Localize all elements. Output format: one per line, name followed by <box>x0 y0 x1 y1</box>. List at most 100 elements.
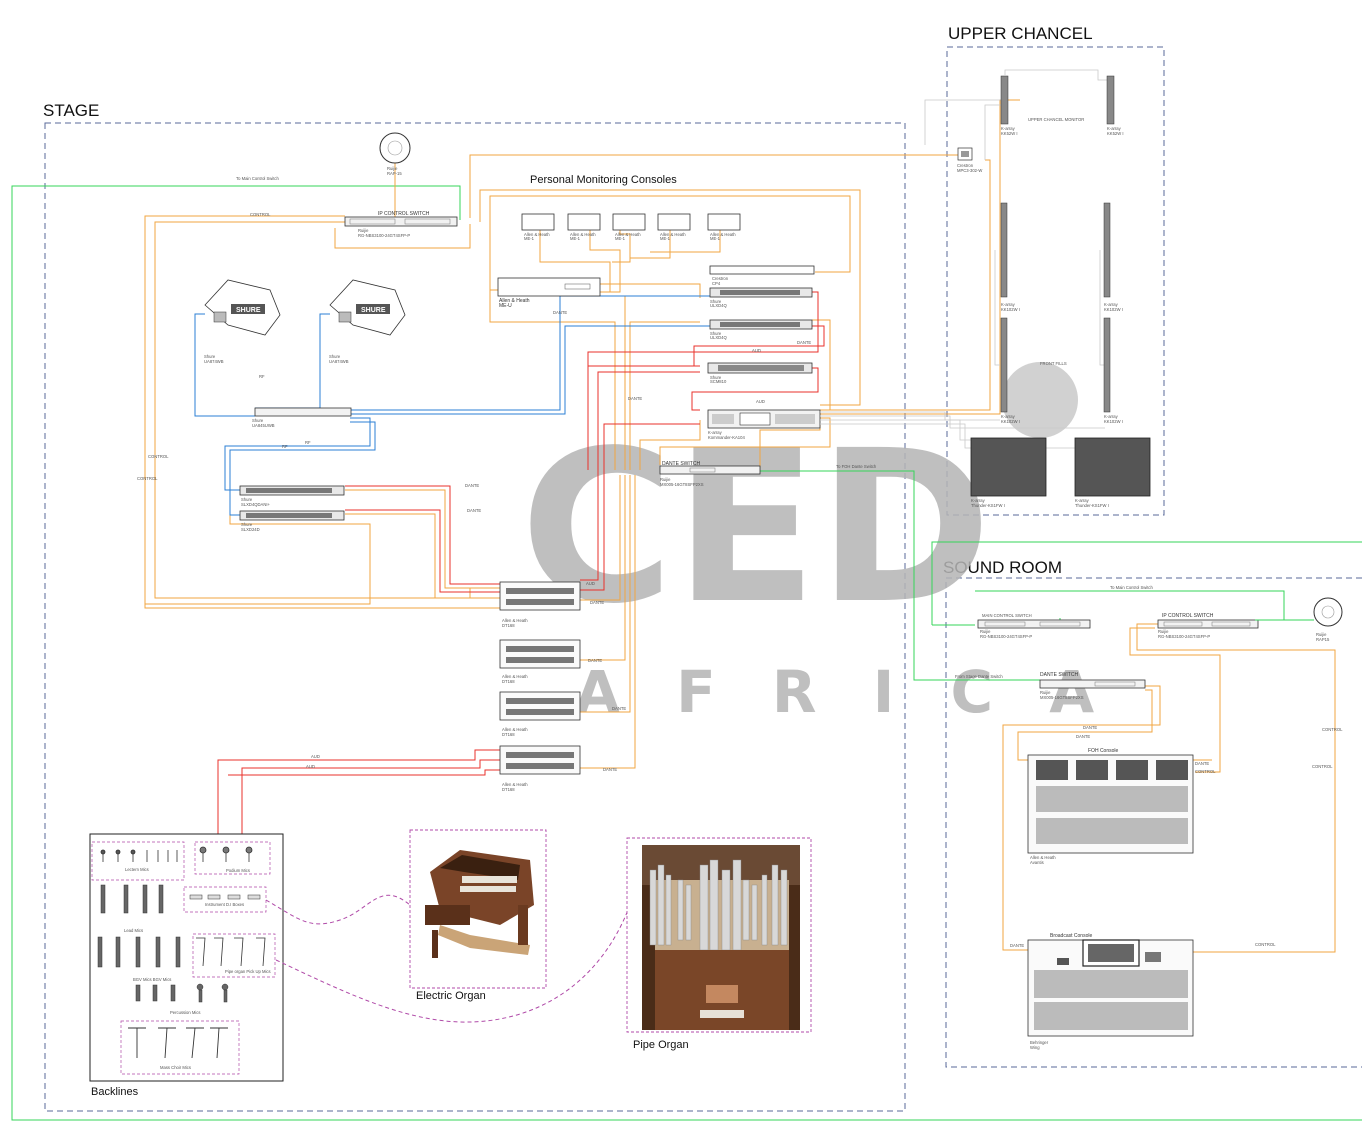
crestron-cp4: Crestron CP4 <box>709 265 815 286</box>
stage-ip-control-switch: IP CONTROL SWITCH Ruijie RG-NBS3100-24GT… <box>344 211 458 238</box>
upper-monitor-label: UPPER CHANCEL MONITOR <box>1028 117 1084 122</box>
sound-dante-switch: DANTE SWITCH Ruijie MX005-16GT8SFP2XS <box>1039 672 1146 700</box>
antenna-1-brand: Shure <box>204 354 216 359</box>
wire-label-aud-2: AUD <box>756 399 765 404</box>
kk52-left-model: KK52W I <box>1001 131 1018 136</box>
sound-wire-control-1: CONTROL <box>1195 769 1216 774</box>
orange-wires-stage <box>144 99 1020 769</box>
stage-ip-switch-model: RG-NBS3100-24GT4SFP-P <box>358 233 410 238</box>
sound-ip-switch-model: RG-NBS3100-24GT4SFP-P <box>1158 634 1210 639</box>
kk102-4: K-array KK102W I <box>1103 317 1123 424</box>
shure-slxd4q: Shure SLXD4QDANI+ <box>239 485 345 507</box>
sound-wire-control-2: CONTROL <box>1255 942 1276 947</box>
sound-wire-control-4: CONTROL <box>1312 764 1333 769</box>
main-switch-brand: Ruijie <box>980 629 991 634</box>
sound-wire-dante-4: DANTE <box>1010 943 1024 948</box>
from-stage-dante-label: From Stage Dante Switch <box>955 674 1003 679</box>
shure-scm810: Shure SCM810 <box>707 362 813 384</box>
lectern-mic-icons <box>100 849 178 862</box>
kk52-left: K-array KK52W I <box>1000 75 1018 136</box>
stage-ap-model: RAP-15 <box>387 171 402 176</box>
wire-label-rf-2: RF <box>305 440 311 445</box>
crestron-cp4-model: CP4 <box>712 281 721 286</box>
me1-unit-2: Allen & Heath ME-1 <box>567 213 601 241</box>
stage-zone-title: STAGE <box>43 101 99 120</box>
lectern-mics-label: Lectern Mics <box>125 867 149 872</box>
electric-organ-panel: Electric Organ <box>409 829 547 1002</box>
wire-label-dante-2: DANTE <box>797 340 811 345</box>
dt168-box-3: Allen & Heath DT168 <box>499 691 581 737</box>
me1-units: Allen & Heath ME-1 Allen & Heath ME-1 Al… <box>521 213 741 241</box>
foh-brand: Allen & Heath <box>1030 855 1056 860</box>
to-foh-dante-label: To FOH Dante Switch <box>836 464 877 469</box>
shure-ulxd4q-2: Shure ULXD4Q <box>709 319 813 340</box>
wire-label-dante-4: DANTE <box>465 483 479 488</box>
kk102-front-fills: K-array KK102W I K-array KK102W I K-arra… <box>1000 202 1123 424</box>
pmc-title: Personal Monitoring Consoles <box>530 174 677 186</box>
instrument-di-label: Instrument D.I Boxes <box>205 902 244 907</box>
lead-mics-label: Lead Mics <box>124 928 143 933</box>
bgv-mics-label: BGV Mics BGV Mics <box>133 977 171 982</box>
kk102-1-brand: K-array <box>1001 302 1016 307</box>
ulx2-brand: Shure <box>710 331 722 336</box>
me1-unit-5: Allen & Heath ME-1 <box>707 213 741 241</box>
di-box-icons <box>189 894 261 900</box>
me-u-model: ME-U <box>499 303 512 309</box>
sound-ip-switch-brand: Ruijie <box>1158 629 1169 634</box>
kk102-3-model: KK102W I <box>1001 419 1020 424</box>
front-fills-label: FRONT FILLS <box>1040 361 1067 366</box>
foh-model: Avantis <box>1030 860 1044 865</box>
kk102-4-model: KK102W I <box>1104 419 1123 424</box>
me1-unit-1: Allen & Heath ME-1 <box>521 213 555 241</box>
me-u-hub: Allen & Heath ME-U <box>497 277 601 309</box>
wire-label-dante-9: DANTE <box>603 767 617 772</box>
kk102-4-brand: K-array <box>1104 414 1119 419</box>
me1-unit-3-name: Allen & Heath <box>615 232 641 237</box>
antenna-2-logo: SHURE <box>361 307 386 314</box>
wire-label-dante-8: DANTE <box>612 706 626 711</box>
dt168-1-model: DT168 <box>502 623 515 628</box>
stage-dante-switch-brand: Ruijie <box>660 477 671 482</box>
sound-wire-dante-2: DANTE <box>1076 734 1090 739</box>
dt168-3-brand: Allen & Heath <box>502 727 528 732</box>
wire-label-aud-4: AUD <box>311 754 320 759</box>
wire-label-aud-3: AUD <box>586 581 595 586</box>
percussion-mics-label: Percussion Mics <box>170 1010 200 1015</box>
dt168-3-model: DT168 <box>502 732 515 737</box>
lead-mic-icons <box>100 884 164 914</box>
dt168-2-brand: Allen & Heath <box>502 674 528 679</box>
wire-label-rf-1: RF <box>259 374 265 379</box>
sub-left-model: Thunder-KS1FW I <box>971 503 1005 508</box>
sound-to-main-label: To Main Control Switch <box>1110 585 1153 590</box>
ulx1-model: ULXD4Q <box>710 303 727 308</box>
main-control-switch: MAIN CONTROL SWITCH Ruijie RG-NBS3100-24… <box>977 613 1091 639</box>
me1-unit-5-name: Allen & Heath <box>710 232 736 237</box>
foh-console-title: FOH Console <box>1088 748 1119 754</box>
shure-slxd24d: Shure SLXD24D <box>239 510 345 532</box>
thunder-sub-right: K-array Thunder-KS1FW I <box>1074 437 1151 508</box>
sub-left-brand: K-array <box>971 498 986 503</box>
kk52-left-brand: K-array <box>1001 126 1016 131</box>
pipe-pickup-mic-icons <box>196 937 266 967</box>
ulx1-brand: Shure <box>710 299 722 304</box>
wire-label-rf-3: RF <box>282 444 288 449</box>
karray-kommander: K-array Kommander-KA104 <box>707 409 821 440</box>
kk102-1-model: KK102W I <box>1001 307 1020 312</box>
pipe-organ-image <box>642 845 800 1030</box>
red-wires-stage <box>217 291 825 838</box>
green-network-lines <box>11 185 1362 1121</box>
upper-chancel-zone-title: UPPER CHANCEL <box>948 24 1093 43</box>
kk52-right-model: KK52W I <box>1107 131 1124 136</box>
crestron-cp4-brand: Crestron <box>712 276 729 281</box>
watermark-dot <box>1002 362 1078 438</box>
choir-mics-label: Mass Choir Mics <box>160 1065 191 1070</box>
watermark-ced: CED <box>520 405 992 650</box>
slx2-brand: Shure <box>241 522 253 527</box>
sound-wire-dante-3: DANTE <box>1195 761 1209 766</box>
wire-label-aud-5: AUD <box>306 764 315 769</box>
sound-wire-labels: DANTE DANTE DANTE CONTROL DANTE CONTROL … <box>1010 725 1343 948</box>
mpc3-model: MPC3-302-W <box>957 168 982 173</box>
stage-dante-switch-model: MX005-16GT8SFP2XS <box>660 482 704 487</box>
stage-ip-switch-brand: Ruijie <box>358 228 369 233</box>
podium-mics-label: Podium Mics <box>226 868 250 873</box>
